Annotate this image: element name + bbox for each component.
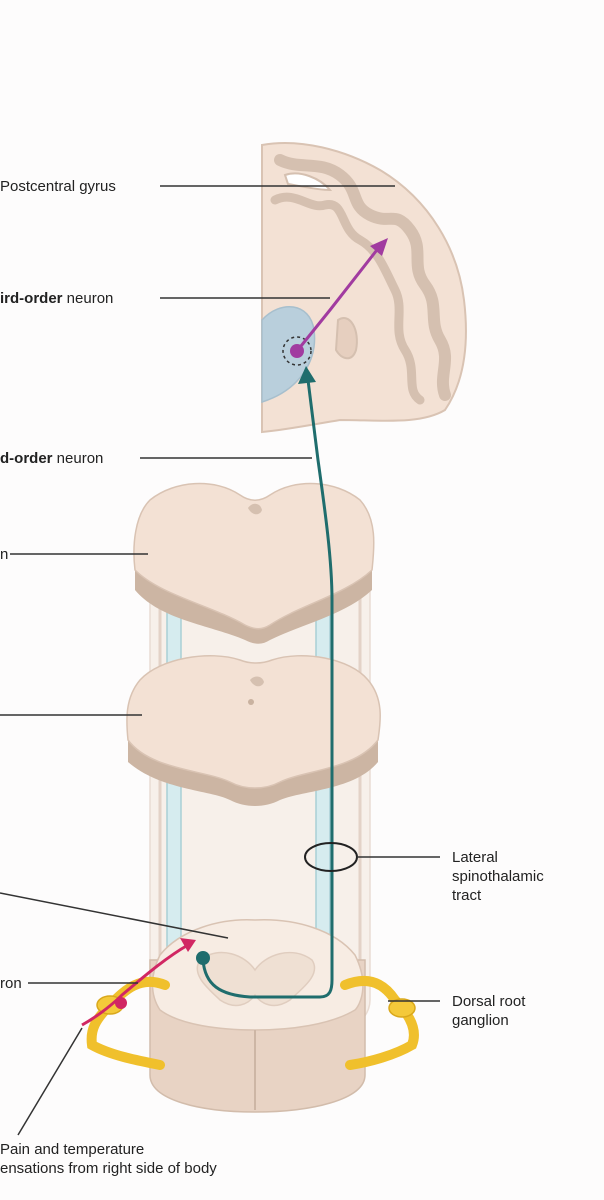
cortex-outline <box>261 142 467 434</box>
second-order-neuron <box>201 379 334 999</box>
leader-pain <box>17 1027 83 1136</box>
lateral-tract-line1: Lateral <box>452 849 498 866</box>
thalamic-nucleus-outline <box>282 336 312 366</box>
leader-spinal-cord <box>0 892 229 939</box>
midbrain-section <box>133 482 375 644</box>
second-order-arrowhead <box>298 366 316 384</box>
gyrus-folds <box>274 154 452 401</box>
third-order-arrowhead <box>370 238 388 256</box>
right-spinal-nerve <box>340 976 419 1070</box>
central-canal <box>250 676 264 687</box>
third-order-neuron-label: ird-order neuron <box>0 289 113 308</box>
third-order-neuron-body <box>290 344 304 358</box>
lateral-tract-line3: tract <box>452 887 482 904</box>
second-order-neuron-label: d-order neuron <box>0 449 103 468</box>
lateral-spinothalamic-tract-label: Lateral spinothalamic tract <box>452 848 544 905</box>
third-order-rest: neuron <box>62 290 114 307</box>
first-order-arrowhead <box>180 938 196 952</box>
midbrain-label-fragment: n <box>0 546 9 563</box>
third-order-bold: ird-order <box>0 290 63 307</box>
pain-line1: Pain and temperature <box>0 1141 145 1158</box>
internal-capsule <box>334 317 358 360</box>
central-dot <box>248 699 254 705</box>
third-order-neuron <box>295 245 382 352</box>
first-order-neuron-body <box>115 997 127 1009</box>
leader-lines <box>0 185 440 1136</box>
pain-line2: ensations from right side of body <box>0 1160 217 1177</box>
second-order-neuron-body <box>196 951 210 965</box>
aqueduct <box>248 503 262 515</box>
first-order-neuron <box>81 943 189 1027</box>
medulla-section <box>126 655 381 806</box>
second-order-bold: d-order <box>0 450 53 467</box>
second-order-rest: neuron <box>52 450 104 467</box>
dorsal-root-ganglion-label: Dorsal root ganglion <box>452 992 525 1030</box>
first-order-neuron-label-fragment: ron <box>0 975 22 992</box>
postcentral-gyrus-label: Postcentral gyrus <box>0 178 116 195</box>
right-dorsal-root-ganglion <box>388 998 416 1018</box>
medulla-top <box>126 655 381 789</box>
lateral-tract-line2: spinothalamic <box>452 868 544 885</box>
midbrain-top <box>133 482 375 630</box>
gyrus-folds-inner <box>270 192 425 405</box>
pain-temperature-label: Pain and temperature ensations from righ… <box>0 1140 217 1178</box>
dorsal-root-line1: Dorsal root <box>452 993 526 1010</box>
dorsal-root-line2: ganglion <box>452 1012 509 1029</box>
